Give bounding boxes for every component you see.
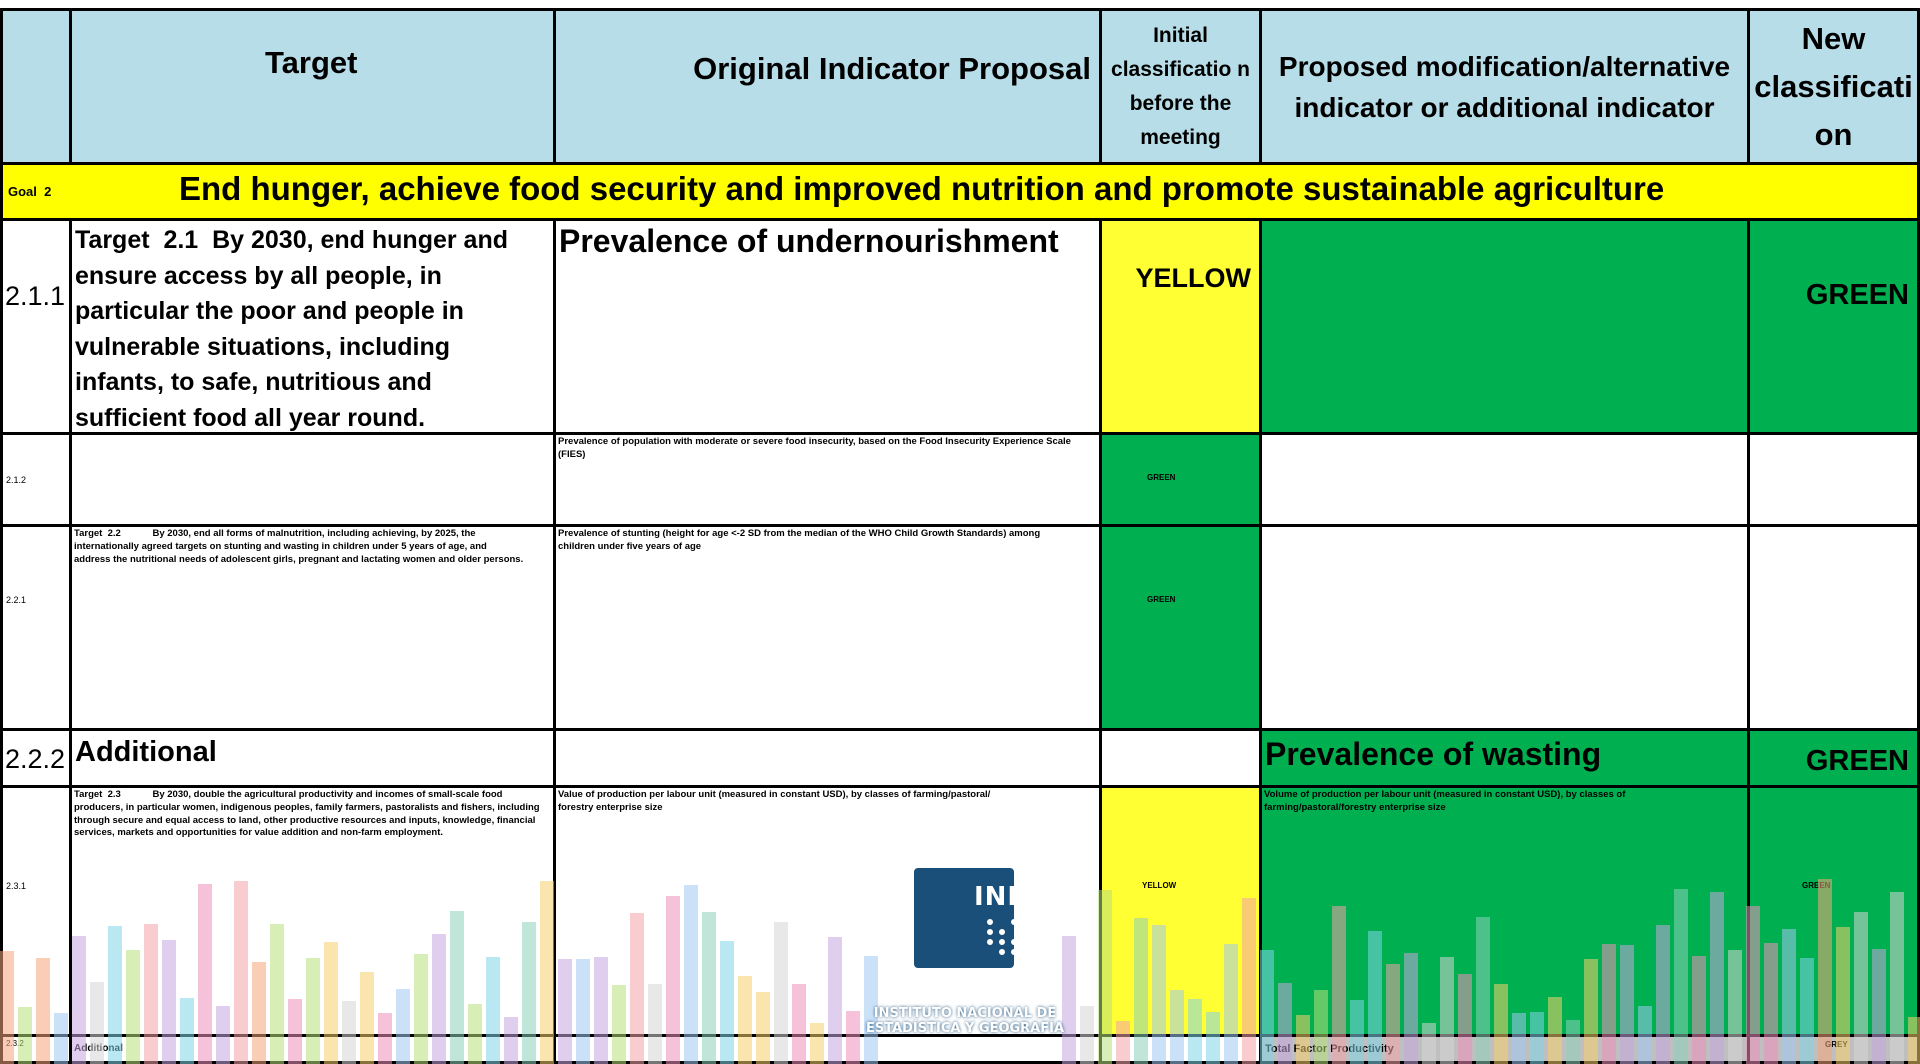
inegi-logo-subtitle: INSTITUTO NACIONAL DE ESTADÍSTICA Y GEOG… xyxy=(865,1006,1065,1036)
row-2-1-2-code: 2.1.2 xyxy=(0,435,72,527)
row-2-2-1-proposed xyxy=(1262,527,1750,731)
row-2-1-2-target xyxy=(72,435,556,527)
row-2-3-2-initial xyxy=(1102,1037,1262,1064)
target-text: Additional xyxy=(74,1043,123,1054)
initial-classification: GREEN xyxy=(1147,595,1176,604)
row-2-2-1-target: Target 2.2 By 2030, end all forms of mal… xyxy=(72,527,556,731)
indicator-code: 2.2.2 xyxy=(5,744,66,774)
indicator-code: 2.2.1 xyxy=(6,595,27,605)
original-indicator: Value of production per labour unit (mea… xyxy=(558,789,991,813)
row-2-1-2-initial: GREEN xyxy=(1102,435,1262,527)
row-2-3-1-code: 2.3.1 xyxy=(0,788,72,1037)
target-text: Target 2.3 By 2030, double the agricultu… xyxy=(74,789,543,839)
original-indicator: Prevalence of undernourishment xyxy=(559,223,1059,259)
inegi-logo-dots-icon xyxy=(987,919,1041,955)
target-text: Additional xyxy=(75,736,217,768)
row-2-2-2-code: 2.2.2 xyxy=(0,731,72,788)
row-2-2-2-original xyxy=(556,731,1102,788)
row-2-1-1-new: GREEN xyxy=(1750,221,1920,435)
row-2-1-1-proposed xyxy=(1262,221,1750,435)
inegi-logo: INEGI INSTITUTO NACIONAL DE ESTADÍSTICA … xyxy=(864,868,1066,1038)
header-original: Original Indicator Proposal xyxy=(556,8,1102,165)
header-target-label: Target xyxy=(265,45,358,80)
row-2-3-1-initial: YELLOW xyxy=(1102,788,1262,1037)
indicator-code: 2.3.2 xyxy=(6,1039,24,1048)
header-initial-label: Initial classificatio n before the meeti… xyxy=(1111,23,1250,149)
new-classification: GREEN xyxy=(1805,279,1909,311)
row-2-2-1-code: 2.2.1 xyxy=(0,527,72,731)
indicator-code: 2.1.2 xyxy=(6,475,27,485)
indicator-code: 2.3.1 xyxy=(6,881,27,891)
header-proposed-label: Proposed modification/alternative indica… xyxy=(1278,50,1731,123)
goal-title: End hunger, achieve food security and im… xyxy=(179,170,1665,207)
initial-classification: YELLOW xyxy=(1135,263,1252,293)
inegi-logo-wordmark: INEGI xyxy=(974,882,1060,912)
target-text: Target 2.2 By 2030, end all forms of mal… xyxy=(74,528,524,565)
new-classification: GREEN xyxy=(1805,745,1909,777)
indicator-code: 2.1.1 xyxy=(5,281,66,311)
new-classification: GREY xyxy=(1825,1040,1848,1049)
target-text: Target 2.1 By 2030, end hunger and ensur… xyxy=(75,226,515,432)
row-2-2-2-initial xyxy=(1102,731,1262,788)
row-2-1-2-new xyxy=(1750,435,1920,527)
proposed-indicator: Volume of production per labour unit (me… xyxy=(1264,789,1626,813)
header-initial: Initial classificatio n before the meeti… xyxy=(1102,8,1262,165)
row-2-3-2-proposed: Total Factor Productivity xyxy=(1262,1037,1750,1064)
new-classification: GREEN xyxy=(1802,881,1831,890)
row-2-1-1-initial: YELLOW xyxy=(1102,221,1262,435)
initial-classification: YELLOW xyxy=(1142,881,1177,890)
row-2-3-2-target: Additional xyxy=(72,1037,556,1064)
header-new-label: New classificati on xyxy=(1754,20,1913,152)
goal-code: Goal 2 xyxy=(8,184,52,199)
header-code-cell xyxy=(0,8,72,165)
row-2-3-2-code: 2.3.2 xyxy=(0,1037,72,1064)
original-indicator: Prevalence of population with moderate o… xyxy=(558,436,1071,460)
inegi-logo-box: INEGI xyxy=(914,868,1058,968)
goal-row: Goal 2 End hunger, achieve food security… xyxy=(0,165,1920,221)
row-2-1-1-code: 2.1.1 xyxy=(0,221,72,435)
row-2-2-2-target: Additional xyxy=(72,731,556,788)
row-2-3-2-new: GREY xyxy=(1750,1037,1920,1064)
row-2-3-1-new: GREEN xyxy=(1750,788,1920,1037)
row-2-2-2-proposed: Prevalence of wasting xyxy=(1262,731,1750,788)
header-proposed: Proposed modification/alternative indica… xyxy=(1262,8,1750,165)
row-2-2-1-original: Prevalence of stunting (height for age <… xyxy=(556,527,1102,731)
row-2-2-1-initial: GREEN xyxy=(1102,527,1262,731)
row-2-2-2-new: GREEN xyxy=(1750,731,1920,788)
header-new: New classificati on xyxy=(1750,8,1920,165)
initial-classification: GREEN xyxy=(1147,473,1176,482)
row-2-3-1-target: Target 2.3 By 2030, double the agricultu… xyxy=(72,788,556,1037)
row-2-2-1-new xyxy=(1750,527,1920,731)
proposed-indicator: Prevalence of wasting xyxy=(1265,736,1602,772)
original-indicator: Prevalence of stunting (height for age <… xyxy=(558,528,1041,552)
row-2-1-1-original: Prevalence of undernourishment xyxy=(556,221,1102,435)
header-target: Target xyxy=(72,8,556,165)
row-2-3-2-original xyxy=(556,1037,1102,1064)
row-2-3-1-proposed: Volume of production per labour unit (me… xyxy=(1262,788,1750,1037)
row-2-1-2-original: Prevalence of population with moderate o… xyxy=(556,435,1102,527)
header-original-label: Original Indicator Proposal xyxy=(693,51,1091,86)
row-2-1-1-target: Target 2.1 By 2030, end hunger and ensur… xyxy=(72,221,556,435)
row-2-1-2-proposed xyxy=(1262,435,1750,527)
proposed-indicator: Total Factor Productivity xyxy=(1265,1043,1394,1055)
